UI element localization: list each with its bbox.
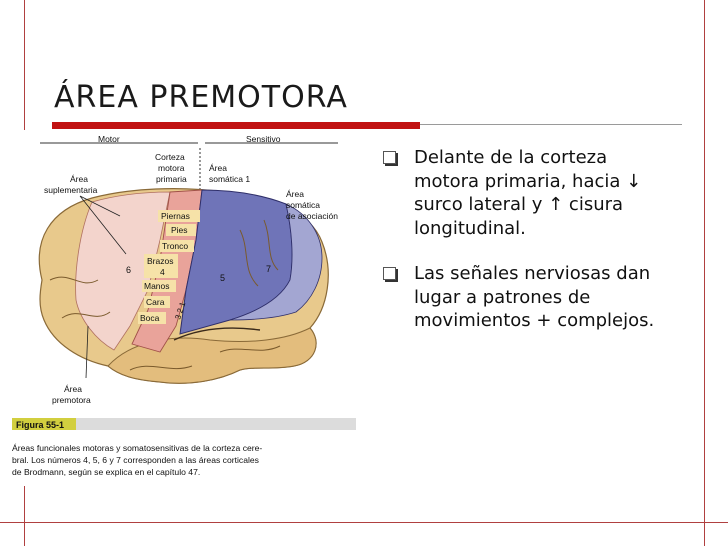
right-border-line (704, 0, 705, 546)
figure-tag-bg (12, 418, 76, 430)
piernas-label: Piernas (161, 211, 190, 221)
tronco-label: Tronco (162, 241, 188, 251)
area-6-label: 6 (126, 265, 131, 275)
bullet-square-icon (383, 151, 396, 164)
caption-line-2: bral. Los números 4, 5, 6 y 7 correspond… (12, 455, 259, 465)
caption-line-3: de Brodmann, según se explica en el capí… (12, 467, 200, 477)
premotor-area (75, 191, 171, 351)
hands-label-bg (142, 280, 176, 292)
brain-illustration: Motor Sensitivo (12, 134, 356, 477)
bullet-text: Delante de la corteza motora primaria, h… (414, 147, 642, 239)
corteza-label-3: primaria (156, 174, 187, 184)
bullet-text: Las señales nerviosas dan lugar a patron… (414, 263, 655, 331)
corteza-label-2: motora (158, 163, 185, 173)
bullet-item: Las señales nerviosas dan lugar a patron… (380, 262, 670, 333)
suplementaria-label-2: suplementaria (44, 185, 98, 195)
somatica-label-2: somática 1 (209, 174, 250, 184)
mouth-label-bg (138, 312, 166, 324)
slide-title: ÁREA PREMOTORA (54, 80, 348, 115)
face-label-bg (144, 296, 170, 308)
lateral-sulcus (173, 327, 261, 341)
area-5-label: 5 (220, 273, 225, 283)
somatica-label-1: Área (209, 163, 227, 173)
bottom-border-line (0, 522, 728, 523)
title-rule-red (52, 122, 420, 129)
suplementaria-label-1: Área (70, 174, 88, 184)
bullet-list: Delante de la corteza motora primaria, h… (380, 146, 670, 355)
title-rule-gray (420, 124, 682, 125)
trunk-label-bg (160, 240, 194, 252)
cara-label: Cara (146, 297, 165, 307)
caption-line-1: Áreas funcionales motoras y somatosensit… (12, 443, 262, 453)
figure-tag: Figura 55-1 (16, 420, 64, 430)
premotora-label-1: Área (64, 384, 82, 394)
arms-label-bg (144, 254, 178, 278)
pies-label: Pies (171, 225, 188, 235)
brain-sulci (49, 219, 281, 371)
header-motor: Motor (98, 134, 120, 144)
area-7-label: 7 (266, 264, 271, 274)
area-4-label: 4 (160, 267, 165, 277)
suplementaria-pointers (79, 195, 127, 255)
bullet-item: Delante de la corteza motora primaria, h… (380, 146, 670, 240)
header-sensory: Sensitivo (246, 134, 281, 144)
figure-tag-bar (12, 418, 356, 430)
asociacion-label-2: somática (286, 200, 320, 210)
association-area (229, 203, 323, 321)
legs-label-bg (158, 210, 200, 222)
brain-figure: Motor Sensitivo (10, 130, 358, 486)
boca-label: Boca (140, 313, 160, 323)
premotora-pointer (85, 325, 89, 379)
brazos-label: Brazos (147, 256, 173, 266)
feet-label-bg (166, 224, 196, 236)
premotora-label-2: premotora (52, 395, 91, 405)
bullet-square-icon (383, 267, 396, 280)
corteza-label-1: Corteza (155, 152, 185, 162)
asociacion-label-1: Área (286, 189, 304, 199)
manos-label: Manos (144, 281, 170, 291)
asociacion-label-3: de asociación (286, 211, 338, 221)
